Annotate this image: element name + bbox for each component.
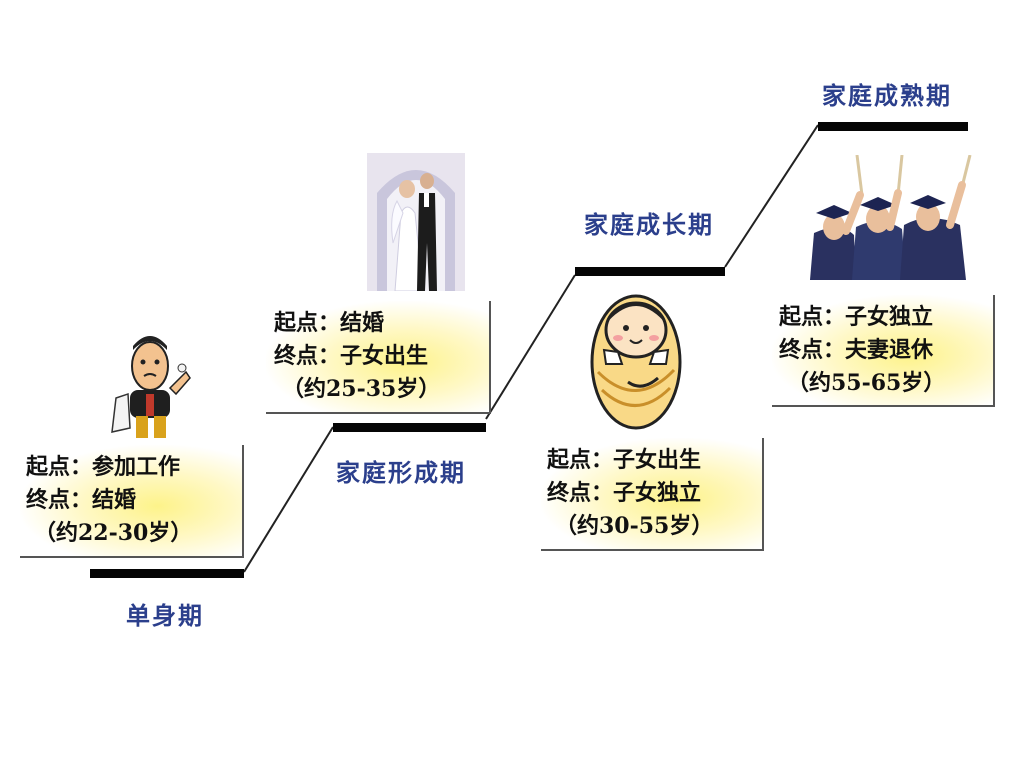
- step-bar-maturity: [818, 122, 968, 131]
- info-box-growth: 起点：子女出生 终点：子女独立 （约30-55岁）: [541, 438, 764, 551]
- swaddled-baby-cartoon: [590, 294, 682, 430]
- age-range-text: （约30-55岁）: [555, 513, 714, 539]
- age-range-text: （约25-35岁）: [282, 376, 441, 402]
- wedding-couple-photo: [367, 153, 465, 291]
- start-point-text: 起点：子女出生: [547, 447, 702, 473]
- end-point-text: 终点：子女独立: [547, 480, 702, 506]
- age-range-text: （约55-65岁）: [787, 370, 946, 396]
- stage-label-maturity: 家庭成熟期: [822, 81, 952, 110]
- info-box-maturity: 起点：子女独立 终点：夫妻退休 （约55-65岁）: [772, 295, 995, 407]
- step-bar-single: [90, 569, 244, 578]
- end-point-text: 终点：结婚: [26, 487, 137, 513]
- connector-line-1: [243, 426, 334, 573]
- start-point-text: 起点：参加工作: [26, 454, 181, 480]
- info-box-single: 起点：参加工作 终点：结婚 （约22-30岁）: [20, 445, 244, 558]
- age-range-text: （约22-30岁）: [34, 520, 193, 546]
- end-point-text: 终点：夫妻退休: [779, 337, 934, 363]
- end-point-text: 终点：子女出生: [274, 343, 429, 369]
- stage-label-growth: 家庭成长期: [584, 210, 714, 239]
- info-box-formation: 起点：结婚 终点：子女出生 （约25-35岁）: [266, 301, 491, 414]
- step-bar-growth: [575, 267, 725, 276]
- step-bar-formation: [333, 423, 486, 432]
- stage-label-single: 单身期: [126, 601, 204, 630]
- single-man-cartoon: [111, 336, 191, 438]
- start-point-text: 起点：子女独立: [779, 304, 934, 330]
- graduates-photo: [810, 155, 975, 280]
- start-point-text: 起点：结婚: [274, 310, 385, 336]
- connector-line-2: [485, 274, 576, 420]
- connector-line-3: [724, 124, 819, 268]
- stage-label-formation: 家庭形成期: [336, 458, 466, 487]
